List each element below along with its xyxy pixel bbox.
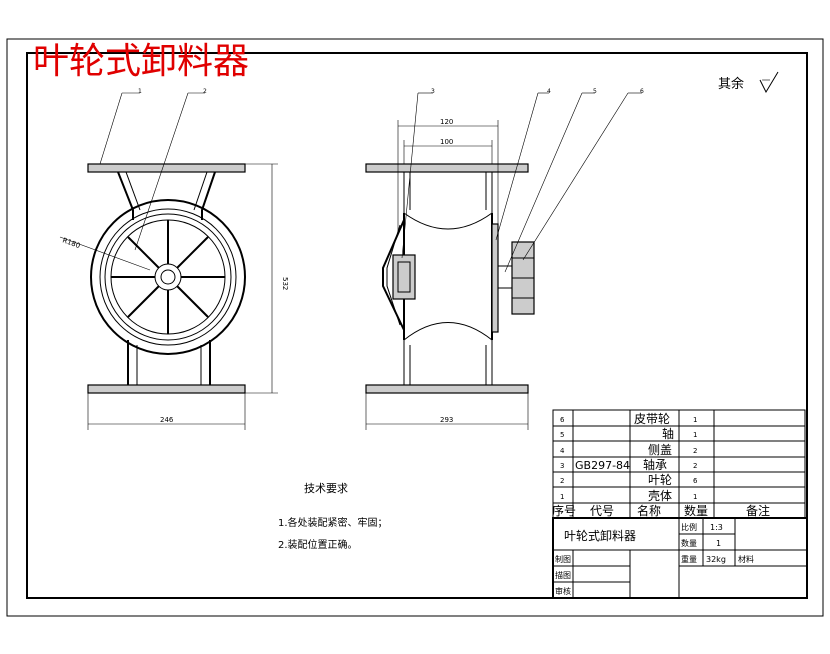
svg-text:皮带轮: 皮带轮: [634, 412, 670, 426]
dim-293-lines: [365, 393, 529, 430]
svg-text:轴承: 轴承: [643, 457, 667, 472]
parts-header: 序号 代号 名称 数量 备注: [552, 503, 770, 518]
dim-top-outer: 120: [440, 118, 453, 126]
checked-label: 审核: [555, 586, 571, 596]
dim-top-lines: [397, 120, 499, 235]
svg-text:侧盖: 侧盖: [648, 443, 672, 457]
scale-value: 1:3: [710, 523, 723, 532]
svg-text:2: 2: [693, 462, 697, 470]
outer-border: [6, 38, 824, 617]
balloon-3: 3: [431, 88, 435, 95]
parts-row-5: 5 轴 1: [560, 426, 697, 441]
balloon-5: 5: [593, 88, 597, 95]
count-label: 数量: [681, 538, 697, 548]
svg-text:3: 3: [560, 462, 564, 470]
svg-text:2: 2: [693, 447, 697, 455]
balloon-2: 2: [203, 88, 207, 95]
parts-row-3: 3 GB297-84 轴承 2: [560, 457, 697, 472]
roughness-symbol-icon: [759, 71, 779, 94]
svg-text:GB297-84: GB297-84: [575, 459, 630, 472]
surface-finish-note: 其余: [718, 76, 744, 92]
side-view: [365, 92, 642, 394]
material-label: 材料: [738, 554, 754, 564]
traced-label: 描图: [555, 570, 571, 580]
svg-text:轴: 轴: [662, 426, 674, 441]
balloon-4: 4: [547, 88, 551, 95]
svg-text:1: 1: [693, 416, 697, 424]
weight-value: 32kg: [706, 555, 726, 564]
svg-text:6: 6: [693, 477, 698, 485]
parts-row-1: 1 壳体 1: [560, 489, 697, 503]
svg-text:叶轮: 叶轮: [648, 473, 672, 487]
tech-heading: 技术要求: [304, 482, 348, 495]
svg-text:数量: 数量: [684, 503, 708, 518]
dim-246-lines: [87, 393, 246, 430]
parts-list-grid: [552, 409, 806, 519]
count-value: 1: [716, 539, 721, 548]
svg-text:1: 1: [693, 431, 697, 439]
svg-text:序号: 序号: [552, 503, 576, 518]
drawing-title: 叶轮式卸料器: [33, 41, 249, 82]
dim-top-inner: 100: [440, 138, 453, 146]
title-block-grid: [552, 517, 808, 599]
svg-text:5: 5: [560, 431, 564, 439]
svg-text:2: 2: [560, 477, 564, 485]
dim-height: 532: [281, 277, 289, 290]
inner-frame: [26, 52, 808, 599]
parts-row-2: 2 叶轮 6: [560, 473, 698, 487]
tech-item-1: 1.各处装配紧密、牢固；: [278, 516, 388, 529]
dim-width-side: 293: [440, 416, 453, 424]
svg-text:壳体: 壳体: [648, 489, 672, 503]
weight-label: 重量: [681, 554, 697, 564]
tech-item-2: 2.装配位置正确。: [278, 538, 358, 551]
svg-text:1: 1: [560, 493, 564, 501]
balloon-1: 1: [138, 88, 142, 95]
front-view: [59, 92, 246, 394]
svg-text:代号: 代号: [590, 504, 614, 518]
drawn-label: 制图: [555, 554, 571, 564]
dim-width-front: 246: [160, 416, 174, 424]
svg-text:4: 4: [560, 447, 565, 455]
dim-532-lines: [245, 163, 278, 394]
parts-row-4: 4 侧盖 2: [560, 443, 697, 457]
radius-label: R180: [61, 236, 81, 250]
balloon-6: 6: [640, 88, 644, 95]
title-block-name: 叶轮式卸料器: [564, 528, 636, 543]
scale-label: 比例: [681, 522, 697, 532]
svg-text:备注: 备注: [746, 503, 770, 518]
svg-text:1: 1: [693, 493, 697, 501]
svg-text:6: 6: [560, 416, 565, 424]
parts-row-6: 6 皮带轮 1: [560, 412, 697, 426]
svg-text:名称: 名称: [637, 503, 661, 518]
